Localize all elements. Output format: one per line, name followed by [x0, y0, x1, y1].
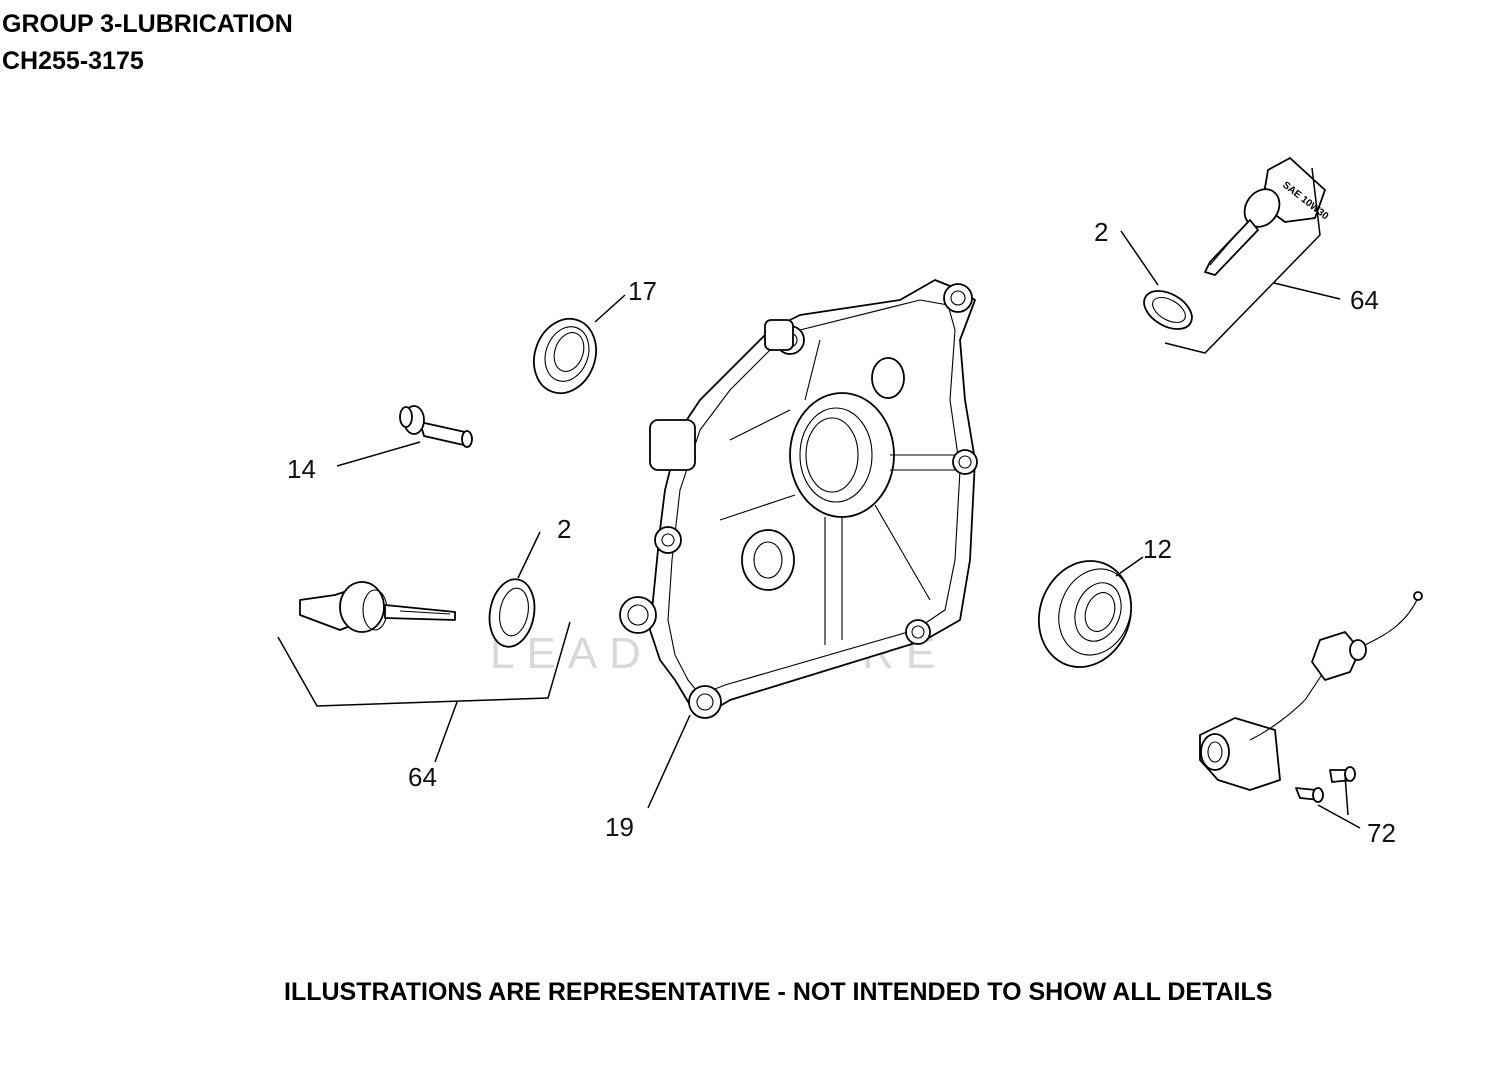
oil-seal-icon: [533, 317, 597, 395]
dipstick-icon: SAE 10W30: [1204, 157, 1331, 276]
callout-64-right: 64: [1350, 285, 1379, 315]
callout-64-left: 64: [408, 762, 437, 792]
flange-bolt-icon: [399, 405, 473, 448]
callout-19: 19: [605, 812, 634, 842]
callout-14: 14: [287, 454, 316, 484]
crankcase-cover-icon: [619, 279, 978, 719]
callout-72: 72: [1367, 818, 1396, 848]
disclaimer: ILLUSTRATIONS ARE REPRESENTATIVE - NOT I…: [284, 978, 1273, 1006]
callout-12: 12: [1143, 534, 1172, 564]
model-number: CH255-3175: [2, 47, 144, 75]
oil-seal-icon: [488, 578, 536, 648]
callout-2-left: 2: [557, 514, 571, 544]
page-header: GROUP 3-LUBRICATION CH255-3175: [2, 6, 293, 80]
callout-17: 17: [628, 276, 657, 306]
ball-bearing-icon: [1037, 560, 1133, 668]
callout-2-right: 2: [1094, 217, 1108, 247]
oil-sensor-icon: [1199, 591, 1423, 803]
dipstick-icon: [299, 581, 456, 633]
group-title: GROUP 3-LUBRICATION: [2, 10, 293, 38]
oil-seal-icon: [1143, 290, 1193, 330]
